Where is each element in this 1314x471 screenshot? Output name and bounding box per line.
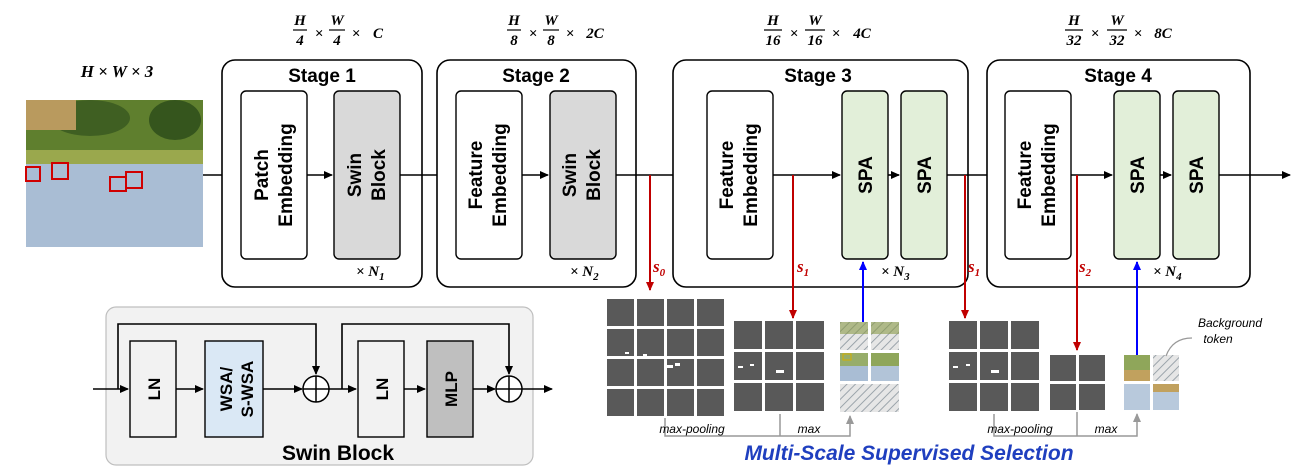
svg-text:8C: 8C — [1154, 26, 1173, 42]
max-label-2: max — [1095, 422, 1119, 436]
svg-text:Block: Block — [584, 149, 605, 201]
swin-block-detail: Swin Block LN WSA/ S-WSA LN MLP — [93, 306, 553, 466]
svg-text:×: × — [315, 26, 324, 42]
maxpool-label-1: max-pooling — [659, 422, 725, 436]
mlp-block — [426, 340, 474, 438]
svg-text:×: × — [1134, 26, 1143, 42]
grid-3x3-a — [734, 321, 824, 411]
stage-3: H 16 × W 16 × 4C Stage 3 Feature Embeddi… — [672, 13, 969, 288]
svg-text:× N2: × N2 — [570, 264, 599, 283]
svg-text:Embedding: Embedding — [741, 123, 762, 226]
selection-caption: Multi-Scale Supervised Selection — [744, 442, 1073, 465]
wsa-block — [204, 340, 264, 438]
svg-text:SPA: SPA — [1128, 156, 1149, 194]
stage-4: H 32 × W 32 × 8C Stage 4 Feature Embeddi… — [986, 13, 1251, 288]
swin-block-stage-1 — [333, 90, 401, 260]
stage-1-n: × N1 — [356, 264, 385, 283]
svg-text:SPA: SPA — [856, 156, 877, 194]
svg-text:Swin: Swin — [345, 153, 366, 197]
selected-tokens-3 — [840, 322, 899, 412]
svg-text:Swin: Swin — [560, 153, 581, 197]
svg-text:×: × — [832, 26, 841, 42]
ln-block-1 — [129, 340, 177, 438]
svg-text:W: W — [1110, 13, 1125, 29]
ln-block-2 — [357, 340, 405, 438]
svg-text:LN: LN — [373, 378, 392, 401]
svg-text:Embedding: Embedding — [490, 123, 511, 226]
svg-text:Embedding: Embedding — [276, 123, 297, 226]
stage-4-title: Stage 4 — [1084, 66, 1152, 87]
svg-text:Embedding: Embedding — [1039, 123, 1060, 226]
grid-4x4 — [606, 298, 724, 416]
stage-1-title: Stage 1 — [288, 66, 356, 87]
svg-text:LN: LN — [145, 378, 164, 401]
grid-3x3-b — [949, 321, 1039, 411]
svg-text:32: 32 — [1066, 33, 1083, 49]
svg-text:H: H — [766, 13, 780, 29]
svg-text:Feature: Feature — [1015, 141, 1036, 210]
svg-text:2C: 2C — [585, 26, 605, 42]
svg-text:×: × — [1091, 26, 1100, 42]
stage-3-title: Stage 3 — [784, 66, 852, 87]
svg-text:SPA: SPA — [1187, 156, 1208, 194]
svg-text:×: × — [352, 26, 361, 42]
stage-2-title: Stage 2 — [502, 66, 570, 87]
svg-text:×: × — [790, 26, 799, 42]
svg-text:Patch: Patch — [252, 149, 273, 201]
background-token-label-2: token — [1203, 332, 1233, 346]
stage-1-h: H — [293, 13, 307, 29]
svg-text:16: 16 — [766, 33, 782, 49]
stage-1-w: W — [330, 13, 345, 29]
svg-text:×: × — [529, 26, 538, 42]
svg-text:Feature: Feature — [717, 141, 738, 210]
patch-embedding-block — [240, 90, 308, 260]
swin-block-title: Swin Block — [282, 442, 394, 465]
s0-label: s0 — [652, 257, 666, 279]
maxpool-label-2: max-pooling — [987, 422, 1053, 436]
input-image — [25, 100, 203, 247]
svg-text:H: H — [507, 13, 521, 29]
stage-1-c: C — [373, 26, 384, 42]
svg-text:H: H — [1067, 13, 1081, 29]
stage-1-wd: 4 — [332, 33, 341, 49]
svg-text:W: W — [544, 13, 559, 29]
svg-text:4C: 4C — [852, 26, 872, 42]
s1-label-between: s1 — [967, 257, 980, 279]
svg-text:SPA: SPA — [915, 156, 936, 194]
svg-text:Feature: Feature — [466, 141, 487, 210]
input-dims: H × W × 3 — [80, 62, 154, 81]
selected-tokens-4 — [1124, 355, 1179, 410]
svg-text:MLP: MLP — [442, 371, 461, 407]
svg-text:W: W — [808, 13, 823, 29]
svg-text:Block: Block — [369, 149, 390, 201]
svg-text:8: 8 — [510, 33, 518, 49]
background-token-label: Background — [1198, 316, 1262, 330]
svg-text:S-WSA: S-WSA — [238, 361, 257, 418]
svg-text:WSA/: WSA/ — [217, 367, 236, 412]
stage-1-hd: 4 — [295, 33, 304, 49]
max-label-1: max — [798, 422, 822, 436]
svg-text:×: × — [566, 26, 575, 42]
svg-text:16: 16 — [808, 33, 824, 49]
svg-text:× N3: × N3 — [881, 264, 910, 283]
s1-label-stage3: s1 — [796, 257, 809, 279]
multi-scale-selection: Background token max-pooling max max-poo… — [606, 298, 1262, 465]
svg-text:8: 8 — [547, 33, 555, 49]
grid-2x2 — [1050, 355, 1105, 410]
stage-1: H 4 × W 4 × C Stage 1 Patch Embedding Sw… — [221, 13, 423, 288]
svg-text:× N4: × N4 — [1153, 264, 1182, 283]
svg-text:32: 32 — [1109, 33, 1126, 49]
s2-label: s2 — [1078, 257, 1092, 279]
stage-2: H 8 × W 8 × 2C Stage 2 Feature Embedding… — [436, 13, 637, 288]
